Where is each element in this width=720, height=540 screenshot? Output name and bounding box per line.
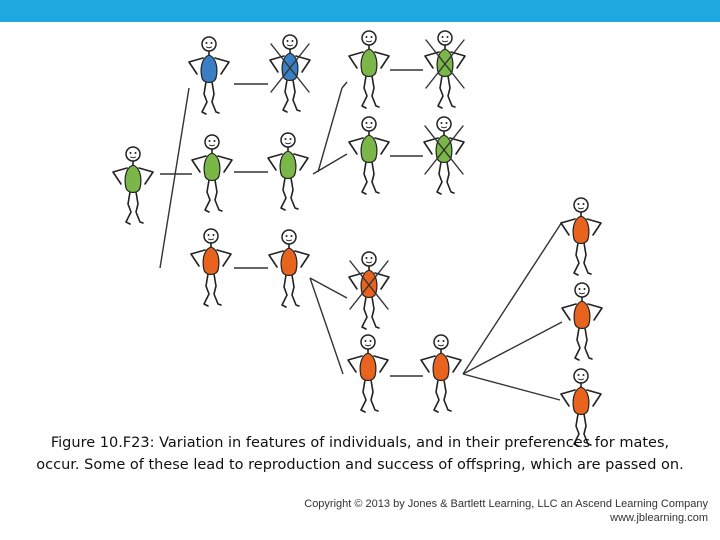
stick-figure-offspring-orange-3 (560, 368, 602, 447)
cross-out-mark (425, 39, 465, 89)
stick-figure-gen3-green-a (348, 30, 390, 109)
stick-figure-gen1-orange (190, 228, 232, 307)
stick-figure-offspring-orange-2 (561, 282, 603, 361)
copyright-line: Copyright © 2013 by Jones & Bartlett Lea… (304, 498, 708, 510)
connector-line (462, 321, 563, 375)
stick-figure-gen1-blue (188, 36, 230, 115)
stick-figures (112, 30, 603, 447)
copyright-notice: Copyright © 2013 by Jones & Bartlett Lea… (304, 497, 708, 525)
figure-caption: Figure 10.F23: Variation in features of … (36, 435, 684, 473)
stick-figure-gen3-orange (347, 334, 389, 413)
stick-figure-gen3-orange-crossed (348, 251, 390, 330)
publisher-url: www.jblearning.com (610, 512, 708, 524)
connector-line (341, 81, 348, 89)
stick-figure-gen2-green (267, 132, 309, 211)
stick-figure-gen4-orange-mate (420, 334, 462, 413)
connector-line (159, 87, 190, 269)
stick-figure-gen4-green-b-crossed (423, 116, 465, 195)
cross-out-mark (270, 43, 310, 93)
connector-line (317, 87, 343, 173)
stick-figure-gen2-orange (268, 229, 310, 308)
connector-line (462, 373, 561, 401)
header-bar (0, 0, 720, 22)
cross-out-mark (349, 260, 389, 310)
connector-line (309, 277, 344, 375)
stick-figure-gen3-green-b (348, 116, 390, 195)
stick-figure-offspring-orange-1 (560, 197, 602, 276)
connector-line (312, 153, 348, 175)
stick-figure-gen4-green-a-crossed (424, 30, 466, 109)
stick-figure-gen2-blue-crossed (269, 34, 311, 113)
connector-line (462, 221, 563, 375)
stick-figure-root-green (112, 146, 154, 225)
stick-figure-gen1-green (191, 134, 233, 213)
connector-line (309, 277, 348, 299)
cross-out-mark (424, 125, 464, 175)
connector-lines (159, 69, 563, 401)
